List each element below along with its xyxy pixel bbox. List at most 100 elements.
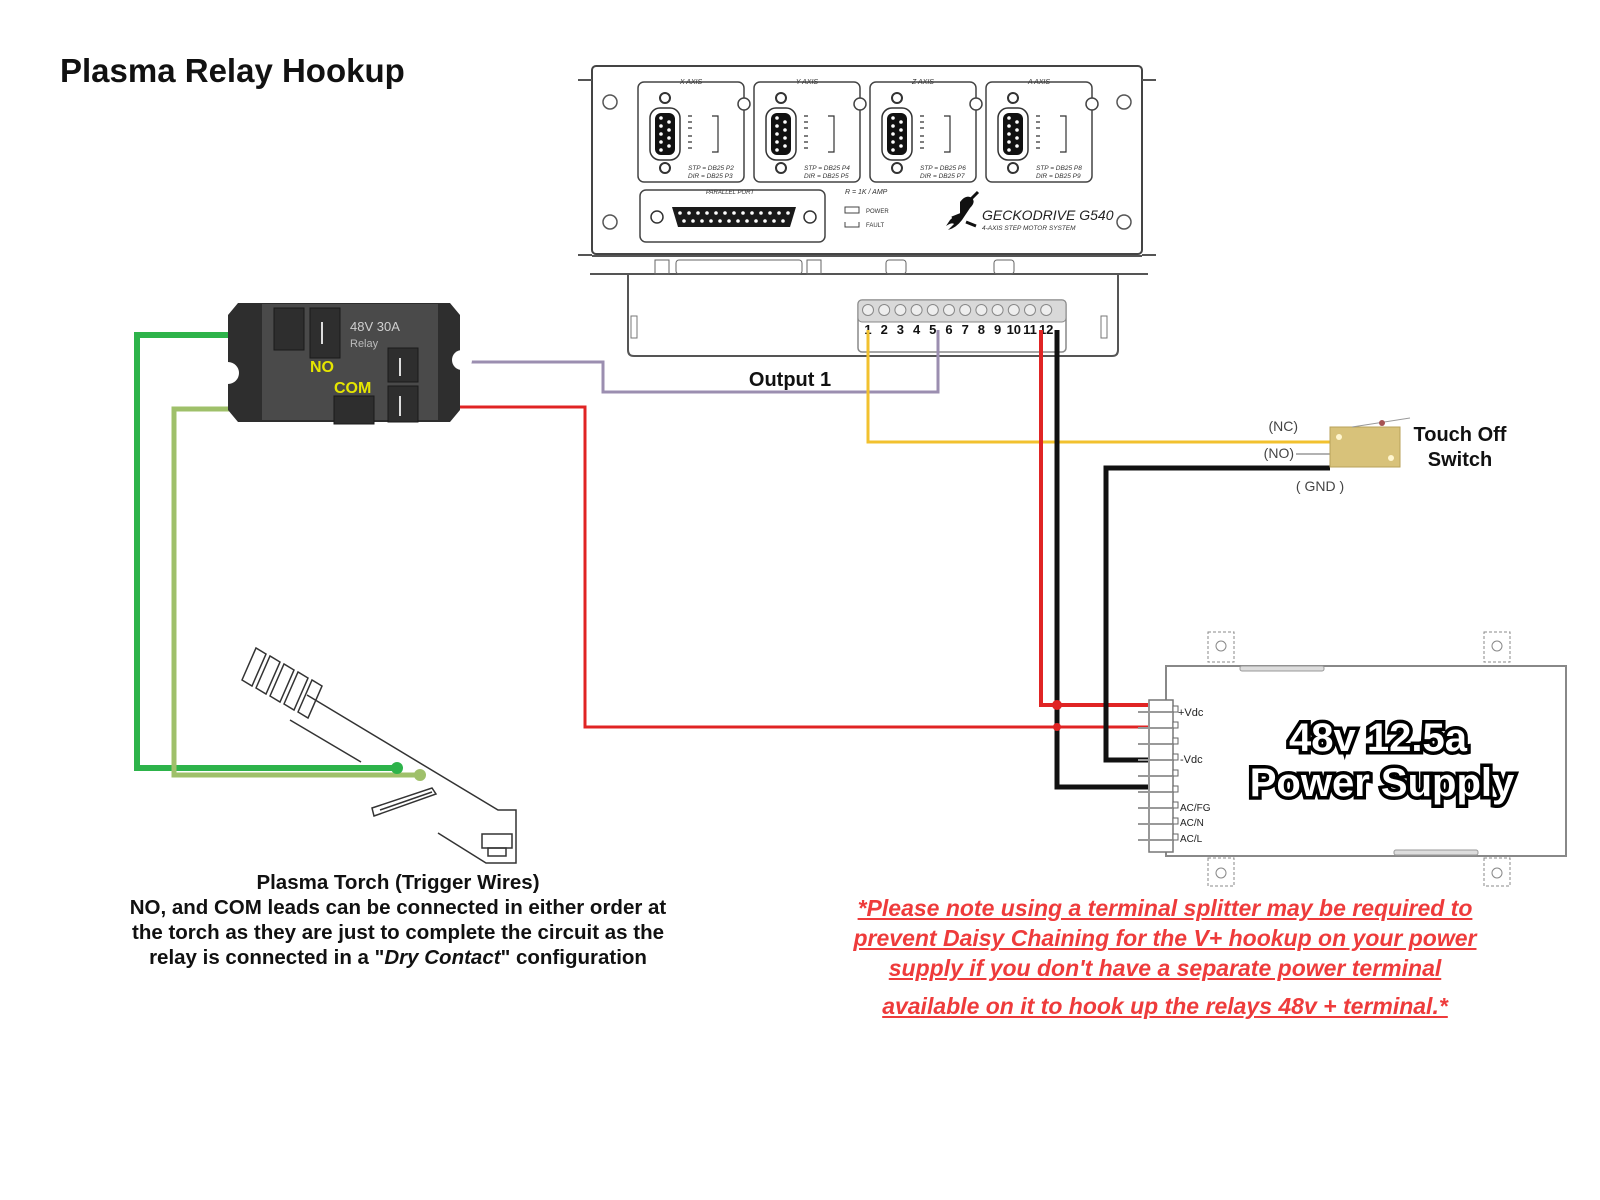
psu-label-line1: 48v 12.5a (1289, 716, 1468, 760)
terminal-number: 8 (978, 322, 985, 337)
db25-pin (777, 211, 781, 215)
psu-terminal-tab (1172, 737, 1179, 745)
switch-title-line2: Switch (1428, 449, 1492, 471)
db25-pin (763, 219, 767, 223)
torch-caption-line: NO, and COM leads can be connected in ei… (129, 896, 667, 919)
page-title: Plasma Relay Hookup (60, 52, 405, 89)
db25-pin (768, 211, 772, 215)
terminal-number: 2 (881, 322, 888, 337)
wire-com (171, 406, 420, 778)
terminal-number: 4 (913, 322, 921, 337)
controller-brand: GECKODRIVE G540 (982, 207, 1114, 223)
wire-terminal-11 (1039, 330, 1148, 707)
psu-terminal-tab (1172, 721, 1179, 729)
parallel-port: PARALLEL PORT (639, 189, 826, 243)
db25-pin (745, 219, 749, 223)
switch-no-label: (NO) (1264, 445, 1294, 461)
axis-pin-label: STP = DB25 P4 (804, 165, 850, 172)
switch-nc-label: (NC) (1268, 418, 1298, 434)
terminal-screw (862, 304, 874, 316)
wires (134, 330, 1330, 790)
relay: 48V 30A Relay NO COM (228, 303, 472, 425)
terminal-screw (975, 304, 988, 316)
axis-pin-label: DIR = DB25 P5 (804, 173, 849, 180)
axis-pin-label: DIR = DB25 P7 (920, 173, 965, 180)
db25-pin (687, 211, 691, 215)
terminal-screw (943, 304, 955, 316)
psu-terminal-tab (1172, 705, 1179, 713)
axis-name: X AXIS (679, 79, 703, 86)
db25-pin (723, 211, 727, 215)
db25-pin (736, 219, 740, 223)
note-line: *Please note using a terminal splitter m… (857, 895, 1473, 921)
psu-terminal-vminus: -Vdc (1180, 754, 1203, 766)
psu-terminal-acl: AC/L (1180, 834, 1203, 845)
output-1-label: Output 1 (749, 369, 831, 391)
db25-pin (727, 219, 731, 223)
terminal-number: 1 (864, 322, 871, 337)
note-line: prevent Daisy Chaining for the V+ hookup… (853, 925, 1477, 951)
wire-output-1 (408, 330, 940, 394)
wire-relay-positive (408, 405, 1148, 729)
db25-pin (691, 219, 695, 223)
daisy-chain-note: *Please note using a terminal splitter m… (775, 893, 1555, 1021)
axis-pin-label: DIR = DB25 P3 (688, 173, 733, 180)
psu-terminal-acn: AC/N (1180, 818, 1204, 829)
db25-pin (786, 211, 790, 215)
gecko-logo-icon (946, 190, 980, 230)
fault-led-label: FAULT (866, 223, 885, 229)
torch-caption-title: Plasma Torch (Trigger Wires) (256, 871, 540, 894)
psu-terminal-vplus: +Vdc (1178, 707, 1204, 719)
torch-caption-line: relay is connected in a "Dry Contact" co… (88, 945, 708, 970)
controller-subtitle: 4-AXIS STEP MOTOR SYSTEM (982, 225, 1076, 232)
axis-name: A AXIS (1027, 79, 1050, 86)
note-line: available on it to hook up the relays 48… (882, 993, 1448, 1019)
relay-type: Relay (350, 338, 379, 350)
db25-pin (781, 219, 785, 223)
db25-pin (750, 211, 754, 215)
psu-terminal-tab (1172, 753, 1179, 761)
db25-pin (759, 211, 763, 215)
torch-com-connection (414, 769, 426, 781)
parallel-port-label: PARALLEL PORT (706, 190, 755, 196)
db25-pin (700, 219, 704, 223)
psu-terminal-tab (1172, 833, 1179, 841)
caption-emphasis: Dry Contact (384, 946, 501, 969)
terminal-screw (926, 304, 939, 316)
db25-pin (732, 211, 736, 215)
wire-switch-gnd (1103, 465, 1330, 763)
torch-no-connection (391, 762, 403, 774)
psu-terminal-tab (1172, 817, 1179, 825)
touch-off-switch: (NC) (NO) ( GND ) Touch Off Switch (1264, 417, 1507, 494)
terminal-number: 11 (1023, 322, 1037, 337)
switch-gnd-label: ( GND ) (1296, 478, 1344, 494)
terminal-screw (894, 304, 907, 316)
psu-terminal-acfg: AC/FG (1180, 803, 1211, 814)
axis-pin-label: STP = DB25 P2 (688, 165, 734, 172)
axis-pin-label: DIR = DB25 P9 (1036, 173, 1081, 180)
junction-dot (1052, 700, 1062, 710)
note-line: supply if you don't have a separate powe… (888, 955, 1442, 981)
terminal-number: 9 (994, 322, 1001, 337)
switch-title-line1: Touch Off (1414, 424, 1507, 446)
terminal-screw (991, 304, 1004, 316)
power-led-label: POWER (866, 209, 889, 215)
relay-com-label: COM (334, 380, 371, 397)
db25-pin (696, 211, 700, 215)
terminal-number: 5 (929, 322, 936, 337)
terminal-number: 3 (897, 322, 904, 337)
psu-terminal-tab (1172, 769, 1179, 777)
db25-pin (754, 219, 758, 223)
terminal-screw (878, 304, 891, 316)
psu-terminal-tab (1172, 801, 1179, 809)
terminal-number: 6 (945, 322, 952, 337)
terminal-screw (1040, 304, 1053, 316)
terminal-screw (959, 304, 972, 316)
db25-pin (705, 211, 709, 215)
